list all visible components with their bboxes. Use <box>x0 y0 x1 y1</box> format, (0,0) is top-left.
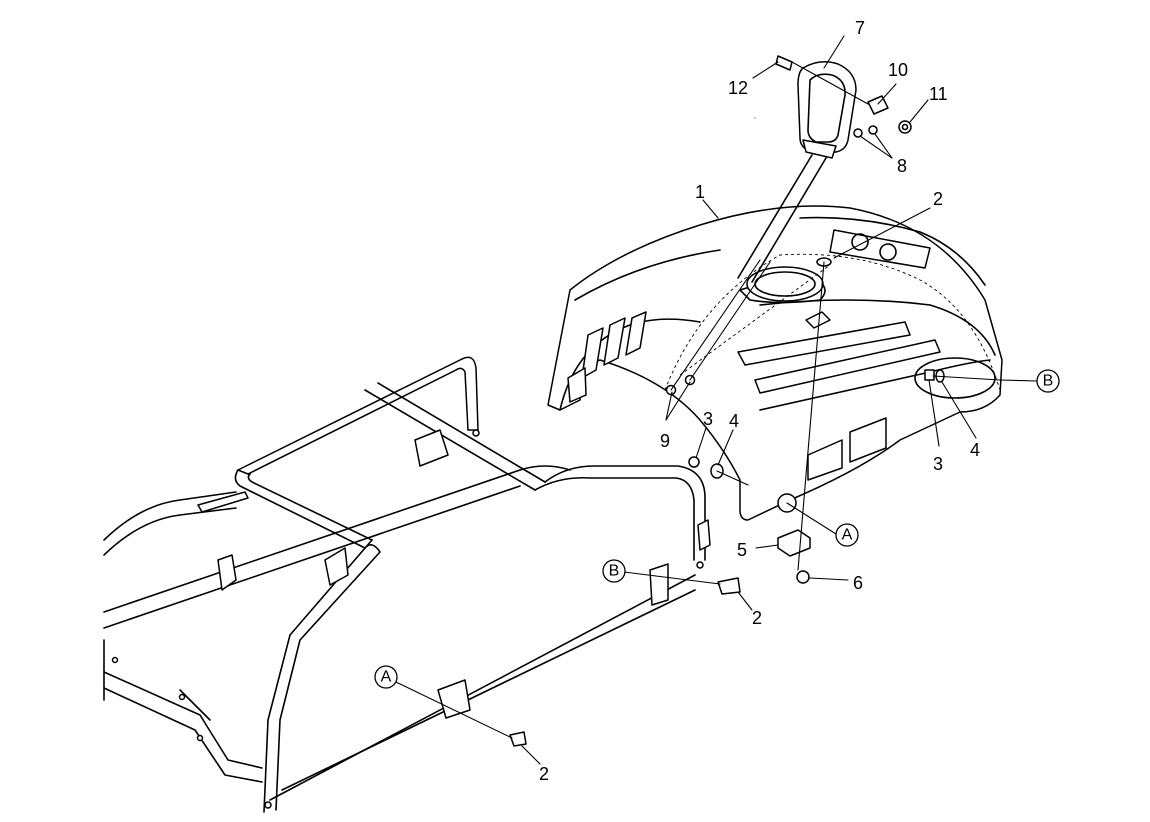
ref-marker-b-left: B <box>602 559 626 583</box>
callout-12: 12 <box>728 78 748 98</box>
callout-11: 11 <box>929 84 948 104</box>
callout-1: 1 <box>695 182 705 202</box>
callout-5: 5 <box>737 540 747 560</box>
callout-7: 7 <box>855 18 865 38</box>
svg-text:B: B <box>1043 373 1054 390</box>
callout-3-right: 3 <box>933 454 943 474</box>
callout-3-left: 3 <box>703 409 713 429</box>
ref-marker-a-left: A <box>374 665 398 689</box>
callout-10: 10 <box>888 60 908 80</box>
svg-text:A: A <box>381 669 392 686</box>
hardware <box>509 55 945 747</box>
leader-lines <box>395 35 1038 765</box>
ref-marker-b-right: B <box>1036 369 1060 393</box>
callout-4-left: 4 <box>729 411 739 431</box>
callout-8: 8 <box>897 156 907 176</box>
callout-2-a: 2 <box>539 764 549 784</box>
callout-9: 9 <box>660 431 670 451</box>
vehicle-frame <box>103 356 711 813</box>
callout-2-b: 2 <box>752 608 762 628</box>
callout-2-top: 2 <box>933 189 943 209</box>
ref-marker-a-right: A <box>835 523 859 547</box>
svg-text:B: B <box>609 563 620 580</box>
reference-markers: B A B A <box>374 369 1060 689</box>
callout-6: 6 <box>853 573 863 593</box>
callout-numbers: 7 12 10 11 8 1 2 9 3 4 3 4 5 6 2 2 <box>539 18 980 784</box>
callout-4-right: 4 <box>970 440 980 460</box>
svg-text:A: A <box>842 527 853 544</box>
grab-handle-assembly <box>737 61 857 283</box>
